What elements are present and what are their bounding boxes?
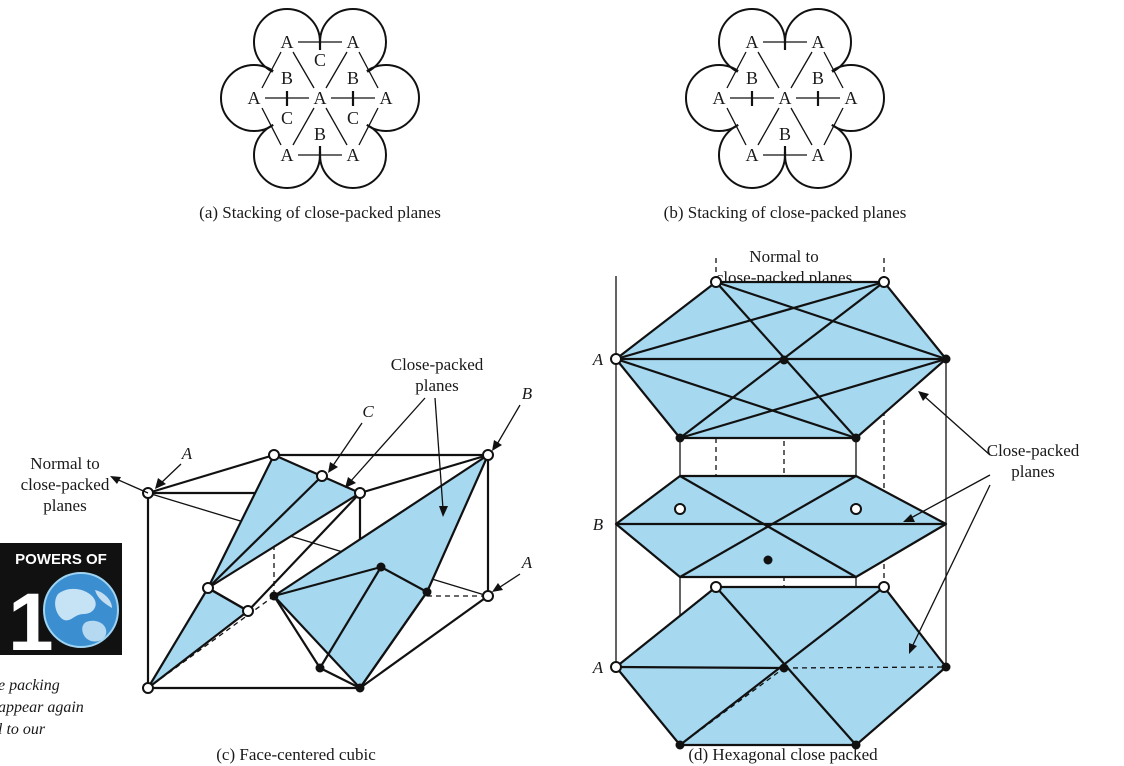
fcc-pointer-head [328,462,338,473]
hcp-layer-a-bottom-label: A [592,658,604,677]
panel-b-letter: A [812,32,825,52]
panel-a-letter: B [314,124,326,144]
hcp-layer-a-top-label: A [592,350,604,369]
fcc-layer-c-label: C [362,402,374,421]
powers-of-10-logo: POWERS OF 1 [0,543,122,668]
fcc-planes-label-line2: planes [415,376,458,395]
fcc-pointer-head [492,583,503,592]
panel-b-letter: A [713,88,726,108]
hcp-top-plane [611,277,951,443]
panel-b-letter: A [746,32,759,52]
hcp-planes-label-line1: Close-packed [987,441,1080,460]
panel-b-caption: (b) Stacking of close-packed planes [664,203,907,222]
hcp-middle-plane [616,476,946,577]
panel-a-letter: B [347,68,359,88]
hcp-planes-pointer [912,485,990,647]
panel-a-letter: C [314,50,326,70]
fcc-planes-label-line1: Close-packed [391,355,484,374]
panel-a-letter: A [248,88,261,108]
panel-d-caption: (d) Hexagonal close packed [688,745,878,764]
fcc-pointer-head [345,477,356,488]
hcp-layer-b-label: B [593,515,604,534]
hcp-planes-label-line2: planes [1011,462,1054,481]
earth-globe-icon [44,573,118,647]
panel-b-letter: A [779,88,792,108]
fcc-layer-a-bottom-label: A [521,553,533,572]
fcc-pointer [496,405,520,446]
side-note-line2: appear again [0,699,84,716]
panel-b-letter: B [812,68,824,88]
fcc-normal-label-line1: Normal to [30,454,99,473]
panel-a-letter: A [314,88,327,108]
fcc-normal-label-line2: close-packed [21,475,110,494]
fcc-pointer [160,464,181,484]
hcp-planes-pointer [909,475,990,519]
panel-a-letter: B [281,68,293,88]
panel-b-letter: A [845,88,858,108]
panel-a-letter: A [281,145,294,165]
side-note-line3: l to our [0,721,46,738]
hcp-bottom-plane [611,582,951,750]
panel-c-caption: (c) Face-centered cubic [216,745,376,764]
hcp-planes-pointer [924,396,990,455]
fcc-pointer [332,423,362,467]
fcc-planes-pointer [350,398,425,482]
panel-a-letter: A [380,88,393,108]
panel-a-stacking-diagram: A A C B B A A A C B C A A (a) Stacking o… [199,9,441,222]
panel-b-letter: A [746,145,759,165]
fcc-pointer-head [492,440,502,451]
panel-b-stacking-diagram: A A B B A A A B A A (b) Stacking of clos… [664,9,907,222]
hcp-normal-label-line1: Normal to [749,247,818,266]
panel-a-letter: C [281,108,293,128]
panel-d-hcp-diagram: Normal to close-packed planes [592,247,1080,764]
panel-a-letter: A [347,32,360,52]
side-note-line1: e packing [0,677,60,694]
logo-title: POWERS OF [15,551,107,568]
panel-a-letter: C [347,108,359,128]
panel-b-letter: A [812,145,825,165]
panel-a-caption: (a) Stacking of close-packed planes [199,203,441,222]
fcc-normal-label-line3: planes [43,496,86,515]
panel-a-letter: A [347,145,360,165]
fcc-layer-b-label: B [522,384,533,403]
panel-b-letter: B [779,124,791,144]
panel-a-letter: A [281,32,294,52]
side-note: e packing appear again l to our [0,677,84,738]
fcc-layer-a-top-label: A [181,444,193,463]
panel-b-letter: B [746,68,758,88]
